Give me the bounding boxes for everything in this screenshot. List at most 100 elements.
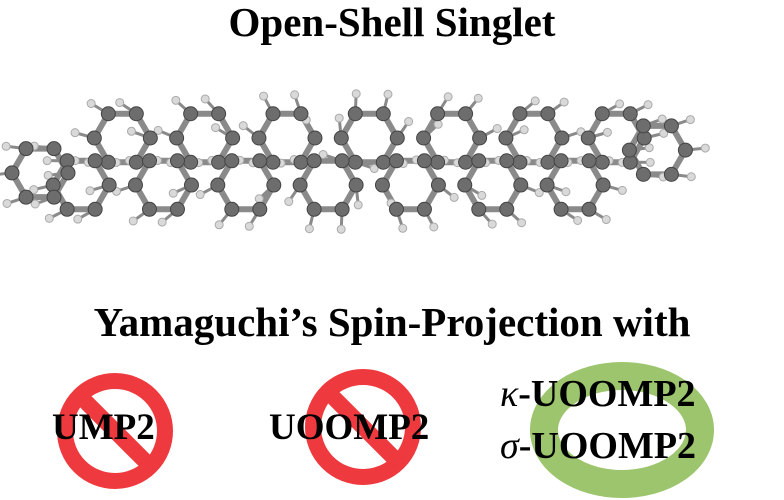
prohibited-icon <box>305 369 421 485</box>
hydrogen-atom <box>85 186 95 196</box>
carbon-atom <box>183 177 199 193</box>
hydrogen-atom <box>615 99 625 109</box>
hydrogen-atom <box>70 128 80 138</box>
hydrogen-atom <box>573 215 583 225</box>
carbon-atom <box>46 141 62 157</box>
hydrogen-atom <box>473 93 483 103</box>
carbon-atom <box>211 154 227 170</box>
carbon-atom <box>580 130 596 146</box>
carbon-atom <box>416 130 432 146</box>
carbon-atom <box>498 130 514 146</box>
carbon-atom <box>553 153 569 169</box>
carbon-atom <box>292 177 308 193</box>
hydrogen-atom <box>244 221 254 231</box>
hydrogen-atom <box>383 89 393 99</box>
carbon-atom <box>471 201 487 217</box>
carbon-atom <box>142 130 158 146</box>
hydrogen-atom <box>195 190 205 200</box>
carbon-atom <box>211 106 227 122</box>
molecule-structure <box>0 89 710 234</box>
hydrogen-atom <box>530 96 540 106</box>
hydrogen-atom <box>351 89 361 99</box>
carbon-atom <box>127 177 143 193</box>
hydrogen-atom <box>602 127 612 137</box>
carbon-atom <box>128 106 144 122</box>
carbon-atom <box>141 201 157 217</box>
carbon-atom <box>663 166 679 182</box>
ump2-badge: UMP2 <box>50 366 180 496</box>
carbon-atom <box>499 201 515 217</box>
hydrogen-atom <box>86 99 96 109</box>
hydrogen-atom <box>487 219 497 229</box>
carbon-atom <box>581 201 597 217</box>
hydrogen-atom <box>519 125 529 135</box>
approved-badge <box>526 362 718 498</box>
carbon-atom <box>225 130 241 146</box>
carbon-atom <box>251 130 267 146</box>
method-suffix: -UOOMP2 <box>518 373 696 415</box>
carbon-atom <box>306 153 322 169</box>
hydrogen-atom <box>644 143 654 153</box>
carbon-atom <box>458 154 474 170</box>
hydrogen-atom <box>171 95 181 105</box>
hydrogen-atom <box>559 97 569 107</box>
hydrogen-atom <box>29 185 39 195</box>
hydrogen-atom <box>1 141 11 151</box>
hydrogen-atom <box>657 114 667 124</box>
carbon-atom <box>59 201 75 217</box>
hydrogen-atom <box>126 126 136 136</box>
carbon-atom <box>430 154 446 170</box>
carbon-atom <box>375 154 391 170</box>
carbon-atom <box>293 106 309 122</box>
hydrogen-atom <box>492 124 502 134</box>
carbon-atom <box>499 153 515 169</box>
hydrogen-atom <box>398 223 408 233</box>
carbon-atom <box>169 201 185 217</box>
carbon-atom <box>334 153 350 169</box>
carbon-atom <box>306 201 322 217</box>
prohibited-icon <box>57 373 173 489</box>
carbon-atom <box>46 189 62 205</box>
carbon-atom <box>224 153 240 169</box>
carbon-atom <box>677 142 693 158</box>
carbon-atom <box>388 201 404 217</box>
hydrogen-atom <box>561 187 571 197</box>
hydrogen-atom <box>2 198 12 208</box>
carbon-atom <box>595 177 611 193</box>
figure-subtitle: Yamaguchi’s Spin-Projection with <box>93 299 691 345</box>
carbon-atom <box>86 130 102 146</box>
carbon-atom <box>333 130 349 146</box>
carbon-atom <box>252 201 268 217</box>
carbon-atom <box>554 130 570 146</box>
hydrogen-atom <box>259 91 269 101</box>
carbon-atom <box>375 106 391 122</box>
carbon-atom <box>388 153 404 169</box>
carbon-atom <box>374 177 390 193</box>
hydrogen-atom <box>700 143 710 153</box>
carbon-atom <box>513 177 529 193</box>
method-suffix: -UOOMP2 <box>518 425 697 467</box>
hydrogen-atom <box>168 188 178 198</box>
carbon-atom <box>101 177 117 193</box>
carbon-atom <box>18 141 34 157</box>
carbon-atom <box>128 154 144 170</box>
hydrogen-atom <box>73 214 83 224</box>
carbon-atom <box>457 177 473 193</box>
carbon-atom <box>266 177 282 193</box>
hydrogen-atom <box>254 194 264 204</box>
carbon-atom <box>512 154 528 170</box>
carbon-atom <box>635 166 651 182</box>
hydrogen-atom <box>617 185 627 195</box>
carbon-atom <box>621 142 637 158</box>
carbon-atom <box>471 153 487 169</box>
carbon-atom <box>307 130 323 146</box>
hydrogen-atom <box>369 164 379 174</box>
carbon-atom <box>581 153 597 169</box>
carbon-atom <box>416 201 432 217</box>
hydrogen-atom <box>336 224 346 234</box>
carbon-atom <box>540 154 556 170</box>
hydrogen-atom <box>443 92 453 102</box>
carbon-atom <box>100 106 116 122</box>
hydrogen-atom <box>157 217 167 227</box>
hydrogen-atom <box>128 216 138 226</box>
